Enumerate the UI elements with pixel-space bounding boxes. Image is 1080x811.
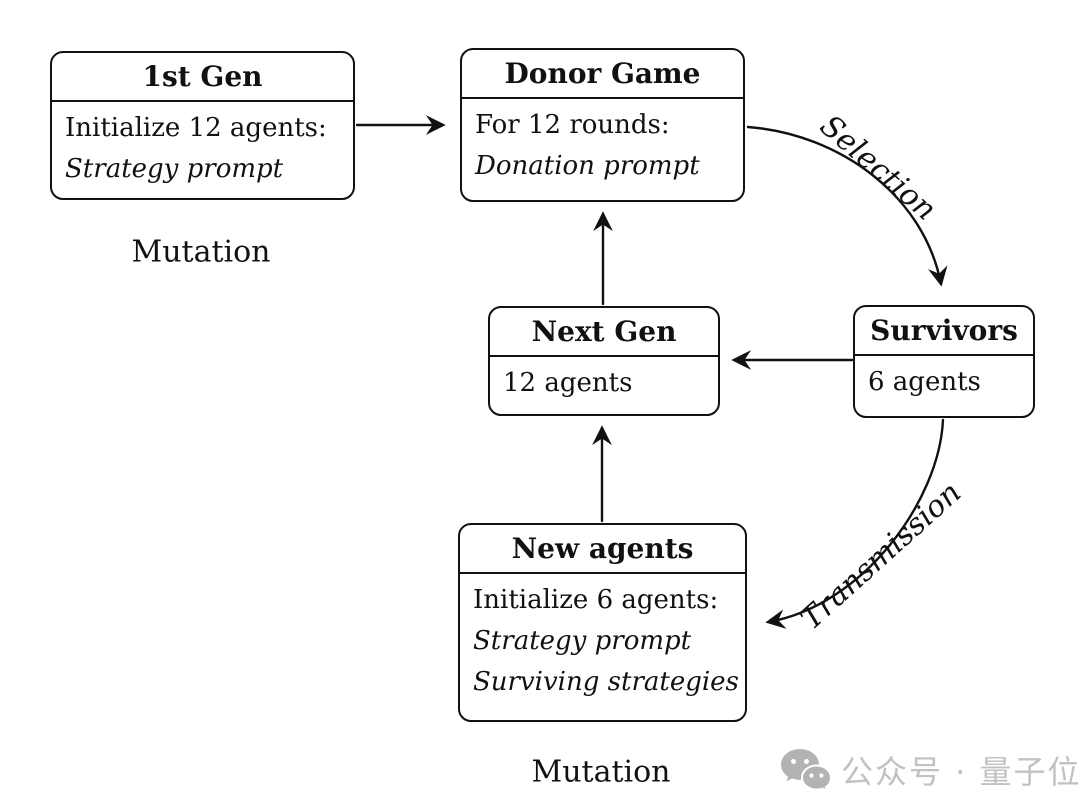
- box-new-agents: New agents Initialize 6 agents: Strategy…: [458, 523, 747, 722]
- box-donor-game-line-1: For 12 rounds:: [475, 110, 670, 140]
- box-donor-game-line-2: Donation prompt: [475, 151, 700, 181]
- label-mutation-left: Mutation: [131, 234, 271, 270]
- box-first-gen-line-1: Initialize 12 agents:: [65, 113, 327, 143]
- box-donor-game: Donor Game For 12 rounds: Donation promp…: [460, 48, 745, 202]
- box-survivors-title: Survivors: [855, 307, 1033, 356]
- wechat-icon: [781, 748, 832, 793]
- box-survivors: Survivors 6 agents: [853, 305, 1035, 418]
- label-selection: Selection: [813, 108, 943, 228]
- box-survivors-body: 6 agents: [855, 356, 1033, 416]
- box-next-gen-line-1: 12 agents: [503, 368, 633, 398]
- box-first-gen-body: Initialize 12 agents: Strategy prompt: [52, 102, 353, 198]
- box-donor-game-body: For 12 rounds: Donation prompt: [462, 99, 743, 200]
- label-mutation-bottom: Mutation: [531, 754, 671, 790]
- box-new-agents-line-3: Surviving strategies: [473, 667, 739, 697]
- watermark-text: 公众号 · 量子位: [841, 753, 1080, 791]
- box-next-gen-title: Next Gen: [490, 308, 718, 357]
- box-new-agents-title: New agents: [460, 525, 745, 574]
- box-donor-game-title: Donor Game: [462, 50, 743, 99]
- watermark: 公众号 · 量子位: [780, 747, 1080, 793]
- label-transmission: Transmission: [793, 475, 969, 637]
- box-next-gen-body: 12 agents: [490, 357, 718, 414]
- box-first-gen-line-2: Strategy prompt: [65, 154, 284, 184]
- box-next-gen: Next Gen 12 agents: [488, 306, 720, 416]
- box-first-gen-title: 1st Gen: [52, 53, 353, 102]
- box-new-agents-line-1: Initialize 6 agents:: [473, 585, 719, 615]
- box-new-agents-body: Initialize 6 agents: Strategy prompt Sur…: [460, 574, 745, 720]
- box-new-agents-line-2: Strategy prompt: [473, 626, 692, 656]
- box-survivors-line-1: 6 agents: [868, 367, 981, 397]
- box-first-gen: 1st Gen Initialize 12 agents: Strategy p…: [50, 51, 355, 200]
